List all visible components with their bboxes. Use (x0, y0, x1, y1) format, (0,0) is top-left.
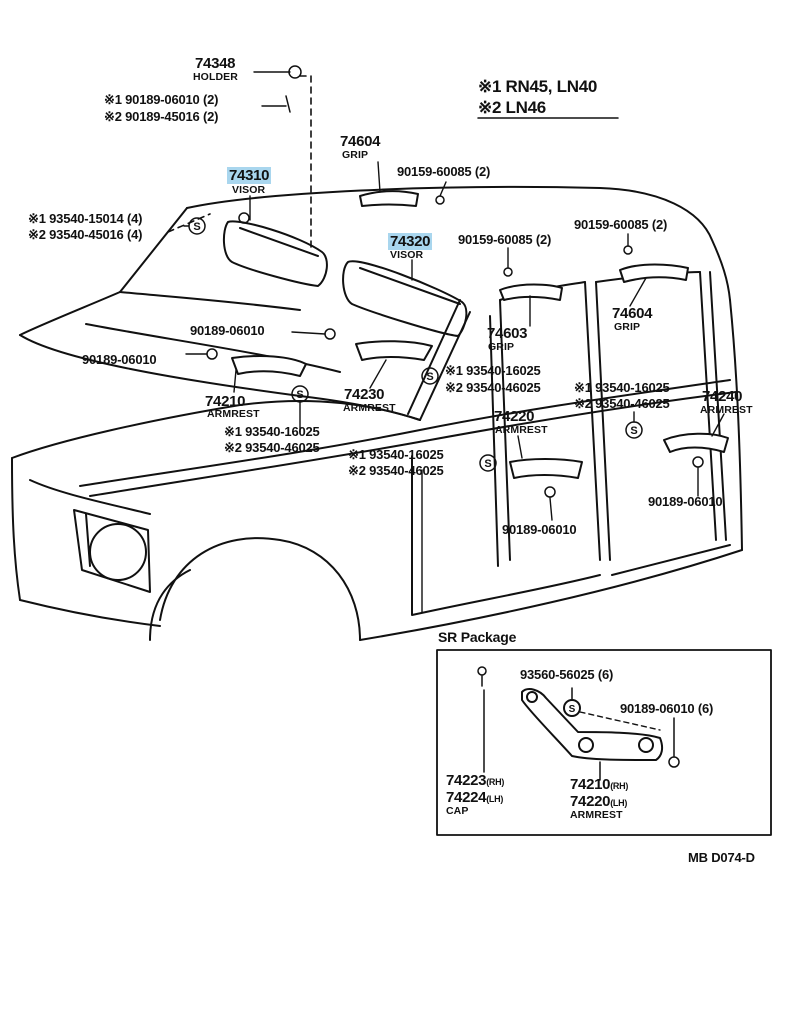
grip-mid-shape (499, 283, 563, 301)
car-body-outline (11, 75, 743, 641)
sr-cap-lh: 74224(LH) (446, 789, 504, 806)
screw-74210-2: ※2 93540-46025 (224, 440, 320, 455)
legend-note-1: ※1 RN45, LN40 (478, 77, 598, 96)
grip-front-name: GRIP (342, 149, 369, 161)
holder-number: 74348 (195, 55, 236, 72)
screw-74230-1: ※1 93540-16025 (445, 363, 541, 378)
svg-text:S: S (426, 371, 433, 383)
drawing-code: MB D074-D (688, 850, 755, 865)
grip-mid-name: GRIP (488, 341, 515, 353)
sr-cap-name: CAP (446, 805, 469, 817)
nut-74210: 90189-06010 (82, 352, 157, 367)
armrest-74240-name: ARMREST (700, 404, 753, 416)
nut-74230: 90189-06010 (190, 323, 265, 338)
sr-armrest-rh-suffix: (RH) (610, 781, 629, 791)
visor-rh-name: VISOR (390, 249, 424, 261)
sr-cap-rh: 74223(RH) (446, 772, 505, 789)
armrest-74220-shape (509, 458, 583, 479)
grip-front-bolt: 90159-60085 (2) (397, 164, 491, 179)
sr-package-screw: 93560-56025 (6) (520, 667, 614, 682)
nut-74240: 90189-06010 (648, 494, 723, 509)
grip-front-number: 74604 (340, 133, 381, 150)
nut-74220: 90189-06010 (502, 522, 577, 537)
screw-74220-2: ※2 93540-46025 (348, 463, 444, 478)
svg-text:S: S (193, 221, 200, 233)
armrest-74210-name: ARMREST (207, 408, 260, 420)
grip-rear-bolt: 90159-60085 (2) (574, 217, 668, 232)
screw-74230-2: ※2 93540-46025 (445, 380, 541, 395)
sr-package-title: SR Package (438, 629, 517, 645)
leader-lines (183, 71, 725, 613)
legend-note-2: ※2 LN46 (478, 98, 546, 117)
grip-rear-shape (619, 263, 689, 283)
holder-screw-1: ※1 90189-06010 (2) (104, 92, 219, 107)
grip-rear-name: GRIP (614, 321, 641, 333)
sr-armrest-lh: 74220(LH) (570, 793, 628, 810)
sr-armrest-rh: 74210(RH) (570, 776, 629, 793)
sr-package-fasteners (477, 666, 680, 781)
visor-screw-2: ※2 93540-45016 (4) (28, 227, 143, 242)
screw-74220-1: ※1 93540-16025 (348, 447, 444, 462)
svg-text:S: S (484, 458, 491, 470)
armrest-74220-number: 74220 (494, 408, 535, 425)
sr-armrest-name: ARMREST (570, 809, 623, 821)
svg-text:S: S (630, 425, 637, 437)
sr-package-nut: 90189-06010 (6) (620, 701, 714, 716)
holder-screw-2: ※2 90189-45016 (2) (104, 109, 219, 124)
screw-s-marks: S S S S S (193, 221, 637, 470)
sr-package-frame (436, 649, 772, 836)
armrest-74220-name: ARMREST (495, 424, 548, 436)
grip-rear-number: 74604 (612, 305, 653, 322)
armrest-74230-name: ARMREST (343, 402, 396, 414)
sr-s-mark: S (569, 704, 576, 715)
svg-text:S: S (296, 389, 303, 401)
armrest-74230-number: 74230 (344, 386, 385, 403)
grip-mid-number: 74603 (487, 325, 528, 342)
visor-lh-shape (222, 220, 328, 287)
sr-package-armrest-shape (521, 688, 664, 761)
visor-lh-number: 74310 (227, 167, 272, 184)
armrest-74230-shape (355, 340, 433, 361)
sr-armrest-lh-suffix: (LH) (610, 798, 628, 808)
visor-screw-1: ※1 93540-15014 (4) (28, 211, 143, 226)
armrest-74210-shape (231, 355, 307, 377)
visor-lh-name: VISOR (232, 184, 266, 196)
armrest-74240-shape (663, 432, 729, 453)
armrest-74210-number: 74210 (205, 393, 246, 410)
armrest-74240-number: 74240 (702, 388, 743, 405)
screw-74210-1: ※1 93540-16025 (224, 424, 320, 439)
visor-rh-number: 74320 (388, 233, 433, 250)
screw-74240-2: ※2 93540-46025 (574, 396, 670, 411)
screw-74240-1: ※1 93540-16025 (574, 380, 670, 395)
sr-cap-rh-suffix: (RH) (486, 777, 505, 787)
holder-name: HOLDER (193, 71, 238, 83)
sr-cap-lh-suffix: (LH) (486, 794, 504, 804)
grip-mid-bolt: 90159-60085 (2) (458, 232, 552, 247)
grip-front-shape (359, 190, 419, 207)
